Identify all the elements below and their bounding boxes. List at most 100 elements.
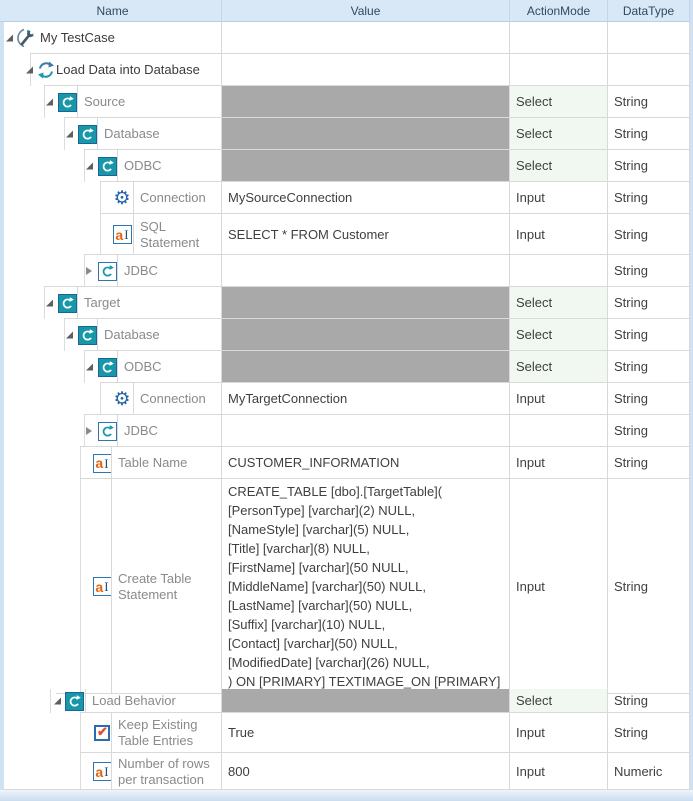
actionmode-cell[interactable]: Input: [510, 713, 608, 753]
name-cell[interactable]: ✔Keep Existing Table Entries: [4, 713, 222, 753]
expander-expanded-icon[interactable]: [26, 66, 33, 74]
name-cell[interactable]: JDBC: [4, 255, 222, 287]
row-name-label: My TestCase: [40, 30, 115, 45]
name-cell[interactable]: JDBC: [4, 415, 222, 447]
value-cell[interactable]: [222, 255, 510, 287]
expander-expanded-icon[interactable]: [46, 299, 53, 307]
name-cell[interactable]: Database: [4, 118, 222, 150]
actionmode-cell[interactable]: Input: [510, 214, 608, 255]
value-cell[interactable]: [222, 415, 510, 447]
name-cell[interactable]: ODBC: [4, 351, 222, 383]
name-cell[interactable]: My TestCase: [4, 22, 222, 54]
actionmode-cell[interactable]: Select: [510, 689, 608, 713]
actionmode-cell[interactable]: [510, 415, 608, 447]
actionmode-cell[interactable]: [510, 54, 608, 86]
row-bottom-border: [4, 789, 221, 790]
name-cell[interactable]: ODBC: [4, 150, 222, 182]
column-header-datatype[interactable]: DataType: [608, 0, 690, 21]
refresh-icon: [38, 61, 54, 79]
value-cell[interactable]: SELECT * FROM Customer: [222, 214, 510, 255]
expander-expanded-icon[interactable]: [86, 363, 93, 371]
value-cell[interactable]: MySourceConnection: [222, 182, 510, 214]
actionmode-cell[interactable]: Input: [510, 753, 608, 790]
name-cell[interactable]: Load Behavior: [4, 689, 222, 713]
actionmode-cell[interactable]: Input: [510, 383, 608, 415]
module-icon: [97, 156, 117, 176]
actionmode-cell[interactable]: Input: [510, 447, 608, 479]
expander-expanded-icon[interactable]: [66, 130, 73, 138]
row-bottom-border: [44, 85, 221, 86]
column-header-value[interactable]: Value: [222, 0, 510, 21]
expander-expanded-icon[interactable]: [46, 98, 53, 106]
actionmode-cell[interactable]: Select: [510, 118, 608, 150]
tree-indent-line: [100, 214, 101, 255]
row-bottom-border: [84, 414, 221, 415]
row-bottom-border: [84, 350, 221, 351]
value-cell[interactable]: [222, 54, 510, 86]
name-cell[interactable]: Target: [4, 287, 222, 319]
value-cell[interactable]: CUSTOMER_INFORMATION: [222, 447, 510, 479]
actionmode-cell[interactable]: Select: [510, 86, 608, 118]
row-icon: [97, 357, 117, 377]
value-cell[interactable]: [222, 351, 510, 383]
table-row[interactable]: My TestCase: [4, 22, 690, 54]
expander-expanded-icon[interactable]: [86, 162, 93, 170]
column-header-name[interactable]: Name: [4, 0, 222, 21]
table-row[interactable]: Load Data into Database: [4, 54, 690, 86]
actionmode-cell[interactable]: [510, 255, 608, 287]
value-cell[interactable]: [222, 22, 510, 54]
value-cell[interactable]: 800: [222, 753, 510, 790]
name-cell[interactable]: Database: [4, 319, 222, 351]
actionmode-cell[interactable]: Select: [510, 351, 608, 383]
row-bottom-border: [30, 53, 221, 54]
value-cell[interactable]: [222, 287, 510, 319]
name-cell[interactable]: ⚙Connection: [4, 383, 222, 415]
expander-collapsed-icon[interactable]: [86, 427, 92, 435]
row-name-label: Create Table Statement: [118, 570, 192, 602]
column-header-actionmode[interactable]: ActionMode: [510, 0, 608, 21]
value-cell[interactable]: [222, 319, 510, 351]
value-cell[interactable]: True: [222, 713, 510, 753]
module-icon: [77, 124, 97, 144]
actionmode-cell[interactable]: Input: [510, 479, 608, 694]
actionmode-cell[interactable]: Input: [510, 182, 608, 214]
expander-expanded-icon[interactable]: [6, 34, 13, 42]
actionmode-cell[interactable]: Select: [510, 319, 608, 351]
value-cell[interactable]: CREATE_TABLE [dbo].[TargetTable]( [Perso…: [222, 479, 510, 694]
expander-expanded-icon[interactable]: [66, 331, 73, 339]
name-cell[interactable]: Load Data into Database: [4, 54, 222, 86]
value-cell[interactable]: [222, 86, 510, 118]
name-cell[interactable]: Source: [4, 86, 222, 118]
value-cell[interactable]: [222, 150, 510, 182]
actionmode-cell[interactable]: Select: [510, 150, 608, 182]
expander-collapsed-icon[interactable]: [86, 267, 92, 275]
actionmode-cell[interactable]: Select: [510, 287, 608, 319]
value-cell[interactable]: MyTargetConnection: [222, 383, 510, 415]
name-cell[interactable]: ⚙Connection: [4, 182, 222, 214]
actionmode-cell[interactable]: [510, 22, 608, 54]
expander-expanded-icon[interactable]: [54, 697, 61, 705]
value-cell[interactable]: [222, 118, 510, 150]
value-cell[interactable]: [222, 689, 510, 713]
